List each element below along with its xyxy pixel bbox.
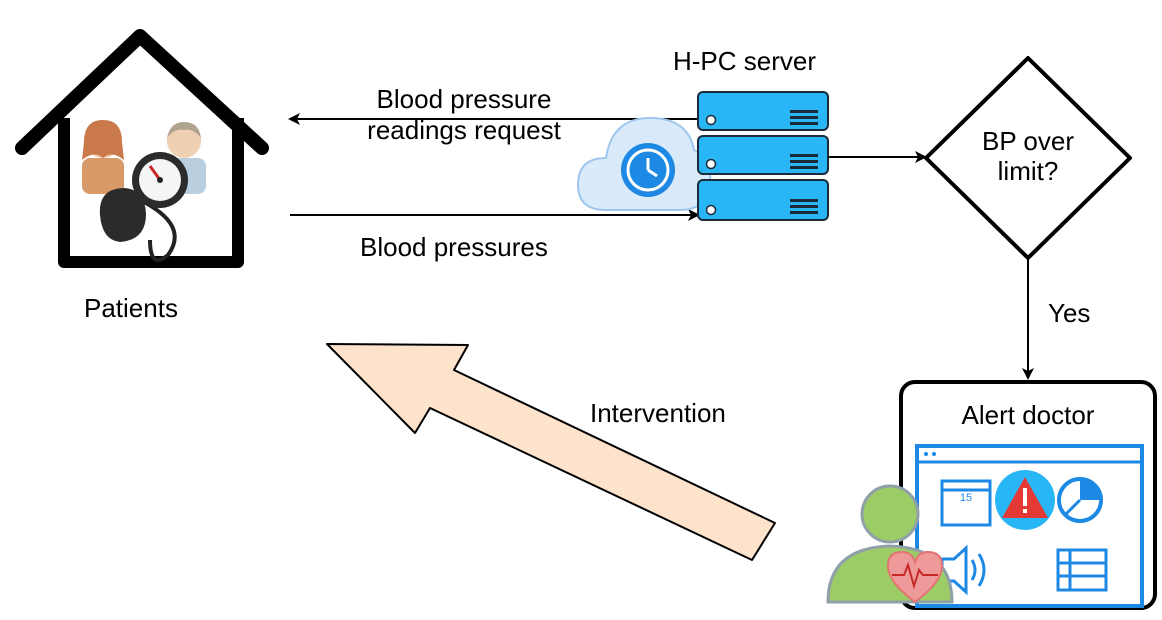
patients-icon	[82, 120, 206, 194]
intervention-arrow	[326, 343, 776, 561]
blood-pressure-gauge-icon	[99, 152, 188, 262]
response-label: Blood pressures	[360, 232, 548, 262]
yes-label: Yes	[1048, 298, 1091, 328]
server-rack-icon	[697, 91, 829, 221]
house-icon	[15, 29, 269, 268]
calendar-day-label: 15	[959, 492, 973, 504]
server-label: H-PC server	[673, 46, 817, 76]
alert-doctor-label: Alert doctor	[961, 400, 1095, 430]
request-label-line1: Blood pressure	[376, 84, 552, 114]
doctor-heart-icon	[826, 484, 954, 604]
list-icon	[1056, 548, 1108, 592]
pie-chart-icon	[1057, 477, 1103, 523]
decision-label-line2: limit?	[997, 156, 1059, 186]
patients-label: Patients	[84, 293, 178, 323]
request-label-line2: readings request	[367, 115, 561, 145]
decision-label-line1: BP over	[981, 126, 1074, 156]
intervention-label: Intervention	[590, 398, 726, 428]
calendar-icon	[940, 479, 992, 527]
